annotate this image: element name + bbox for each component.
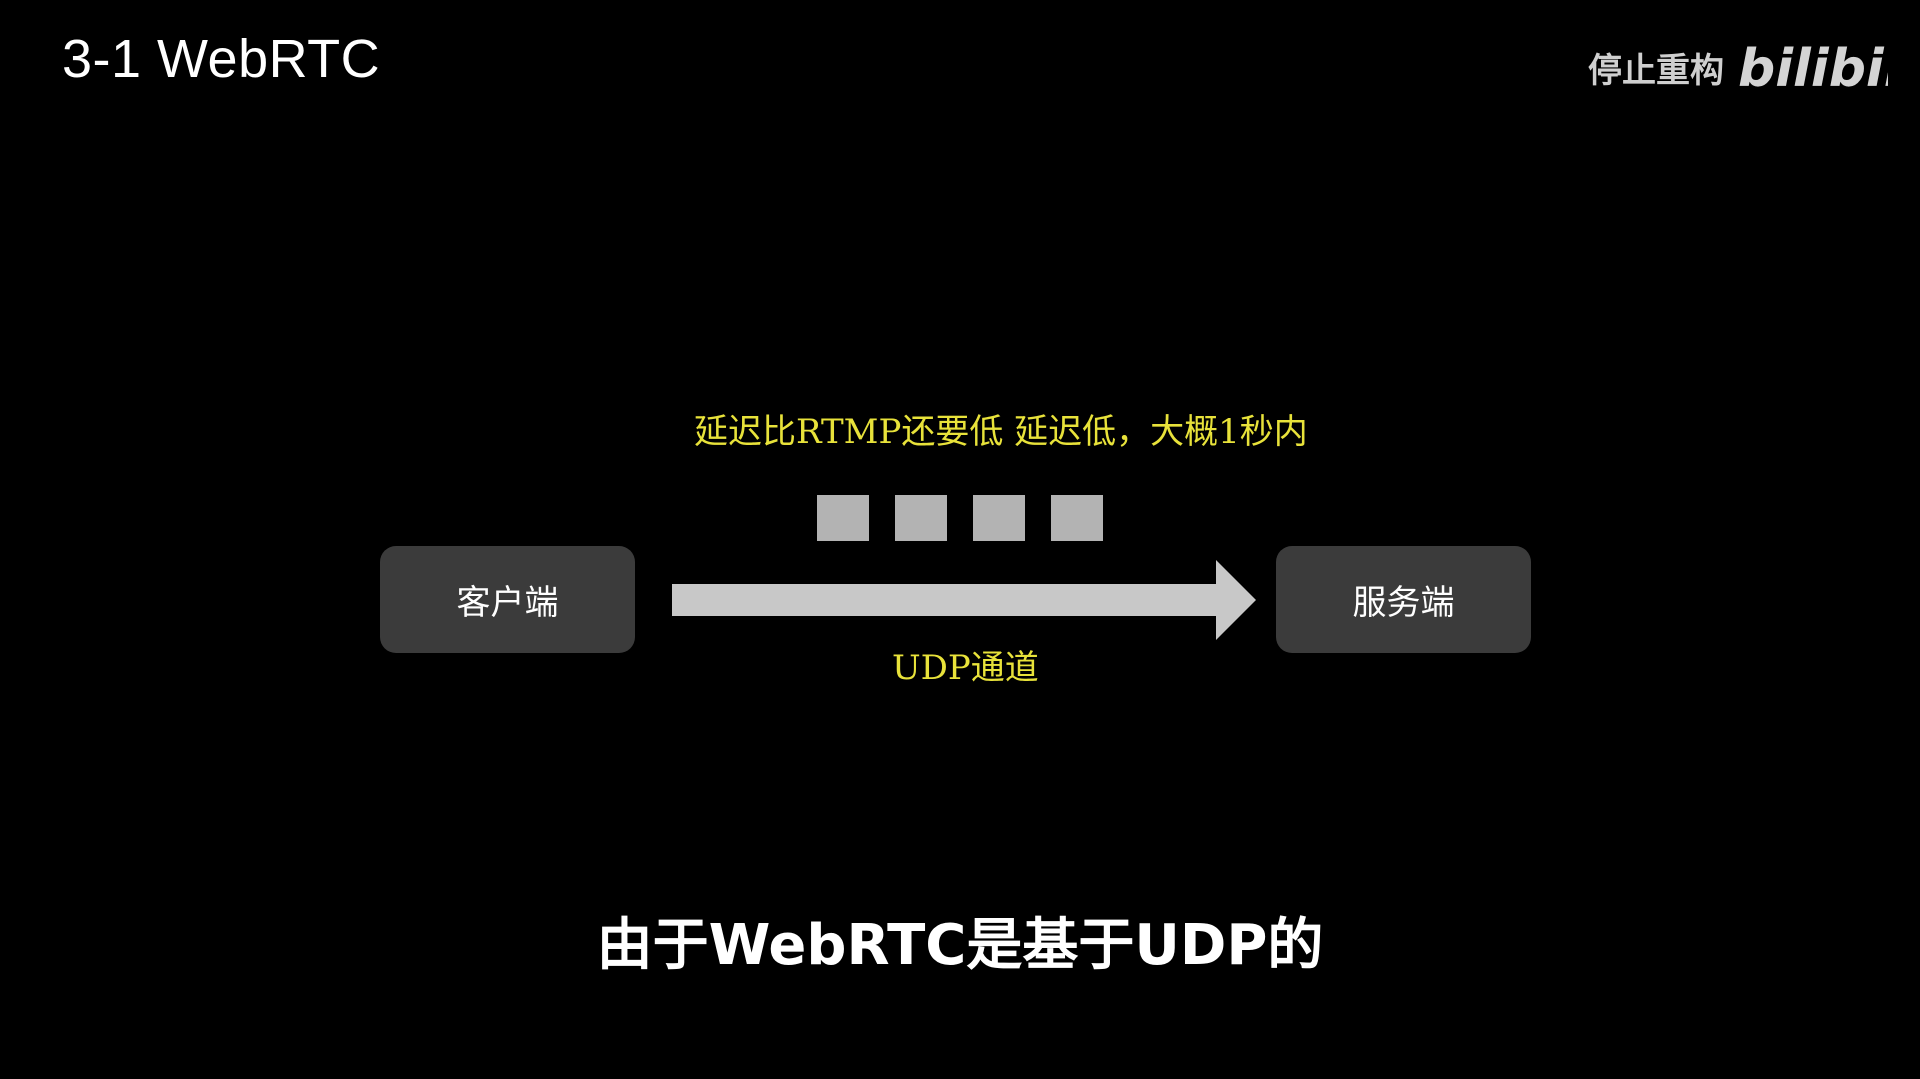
client-label: 客户端: [456, 583, 559, 623]
subtitle-caption: 由于WebRTC是基于UDP的: [596, 913, 1324, 978]
packet-block: [973, 495, 1025, 541]
packet-block: [817, 495, 869, 541]
bilibili-logo-icon: bilibili: [1738, 39, 1888, 99]
udp-channel-label: UDP通道: [892, 648, 1039, 688]
packet-block: [895, 495, 947, 541]
channel-name: 停止重构: [1588, 50, 1724, 91]
packet-row: [817, 495, 1103, 541]
latency-note: 延迟比RTMP还要低 延迟低，大概1秒内: [694, 412, 1308, 452]
watermark: 停止重构 bilibili: [1588, 34, 1888, 100]
packet-block: [1051, 495, 1103, 541]
slide-title: 3-1 WebRTC: [62, 29, 381, 89]
arrow-icon: [672, 560, 1256, 640]
server-node: 服务端: [1276, 546, 1531, 653]
client-node: 客户端: [380, 546, 635, 653]
svg-text:bilibili: bilibili: [1738, 39, 1888, 99]
server-label: 服务端: [1352, 583, 1455, 623]
